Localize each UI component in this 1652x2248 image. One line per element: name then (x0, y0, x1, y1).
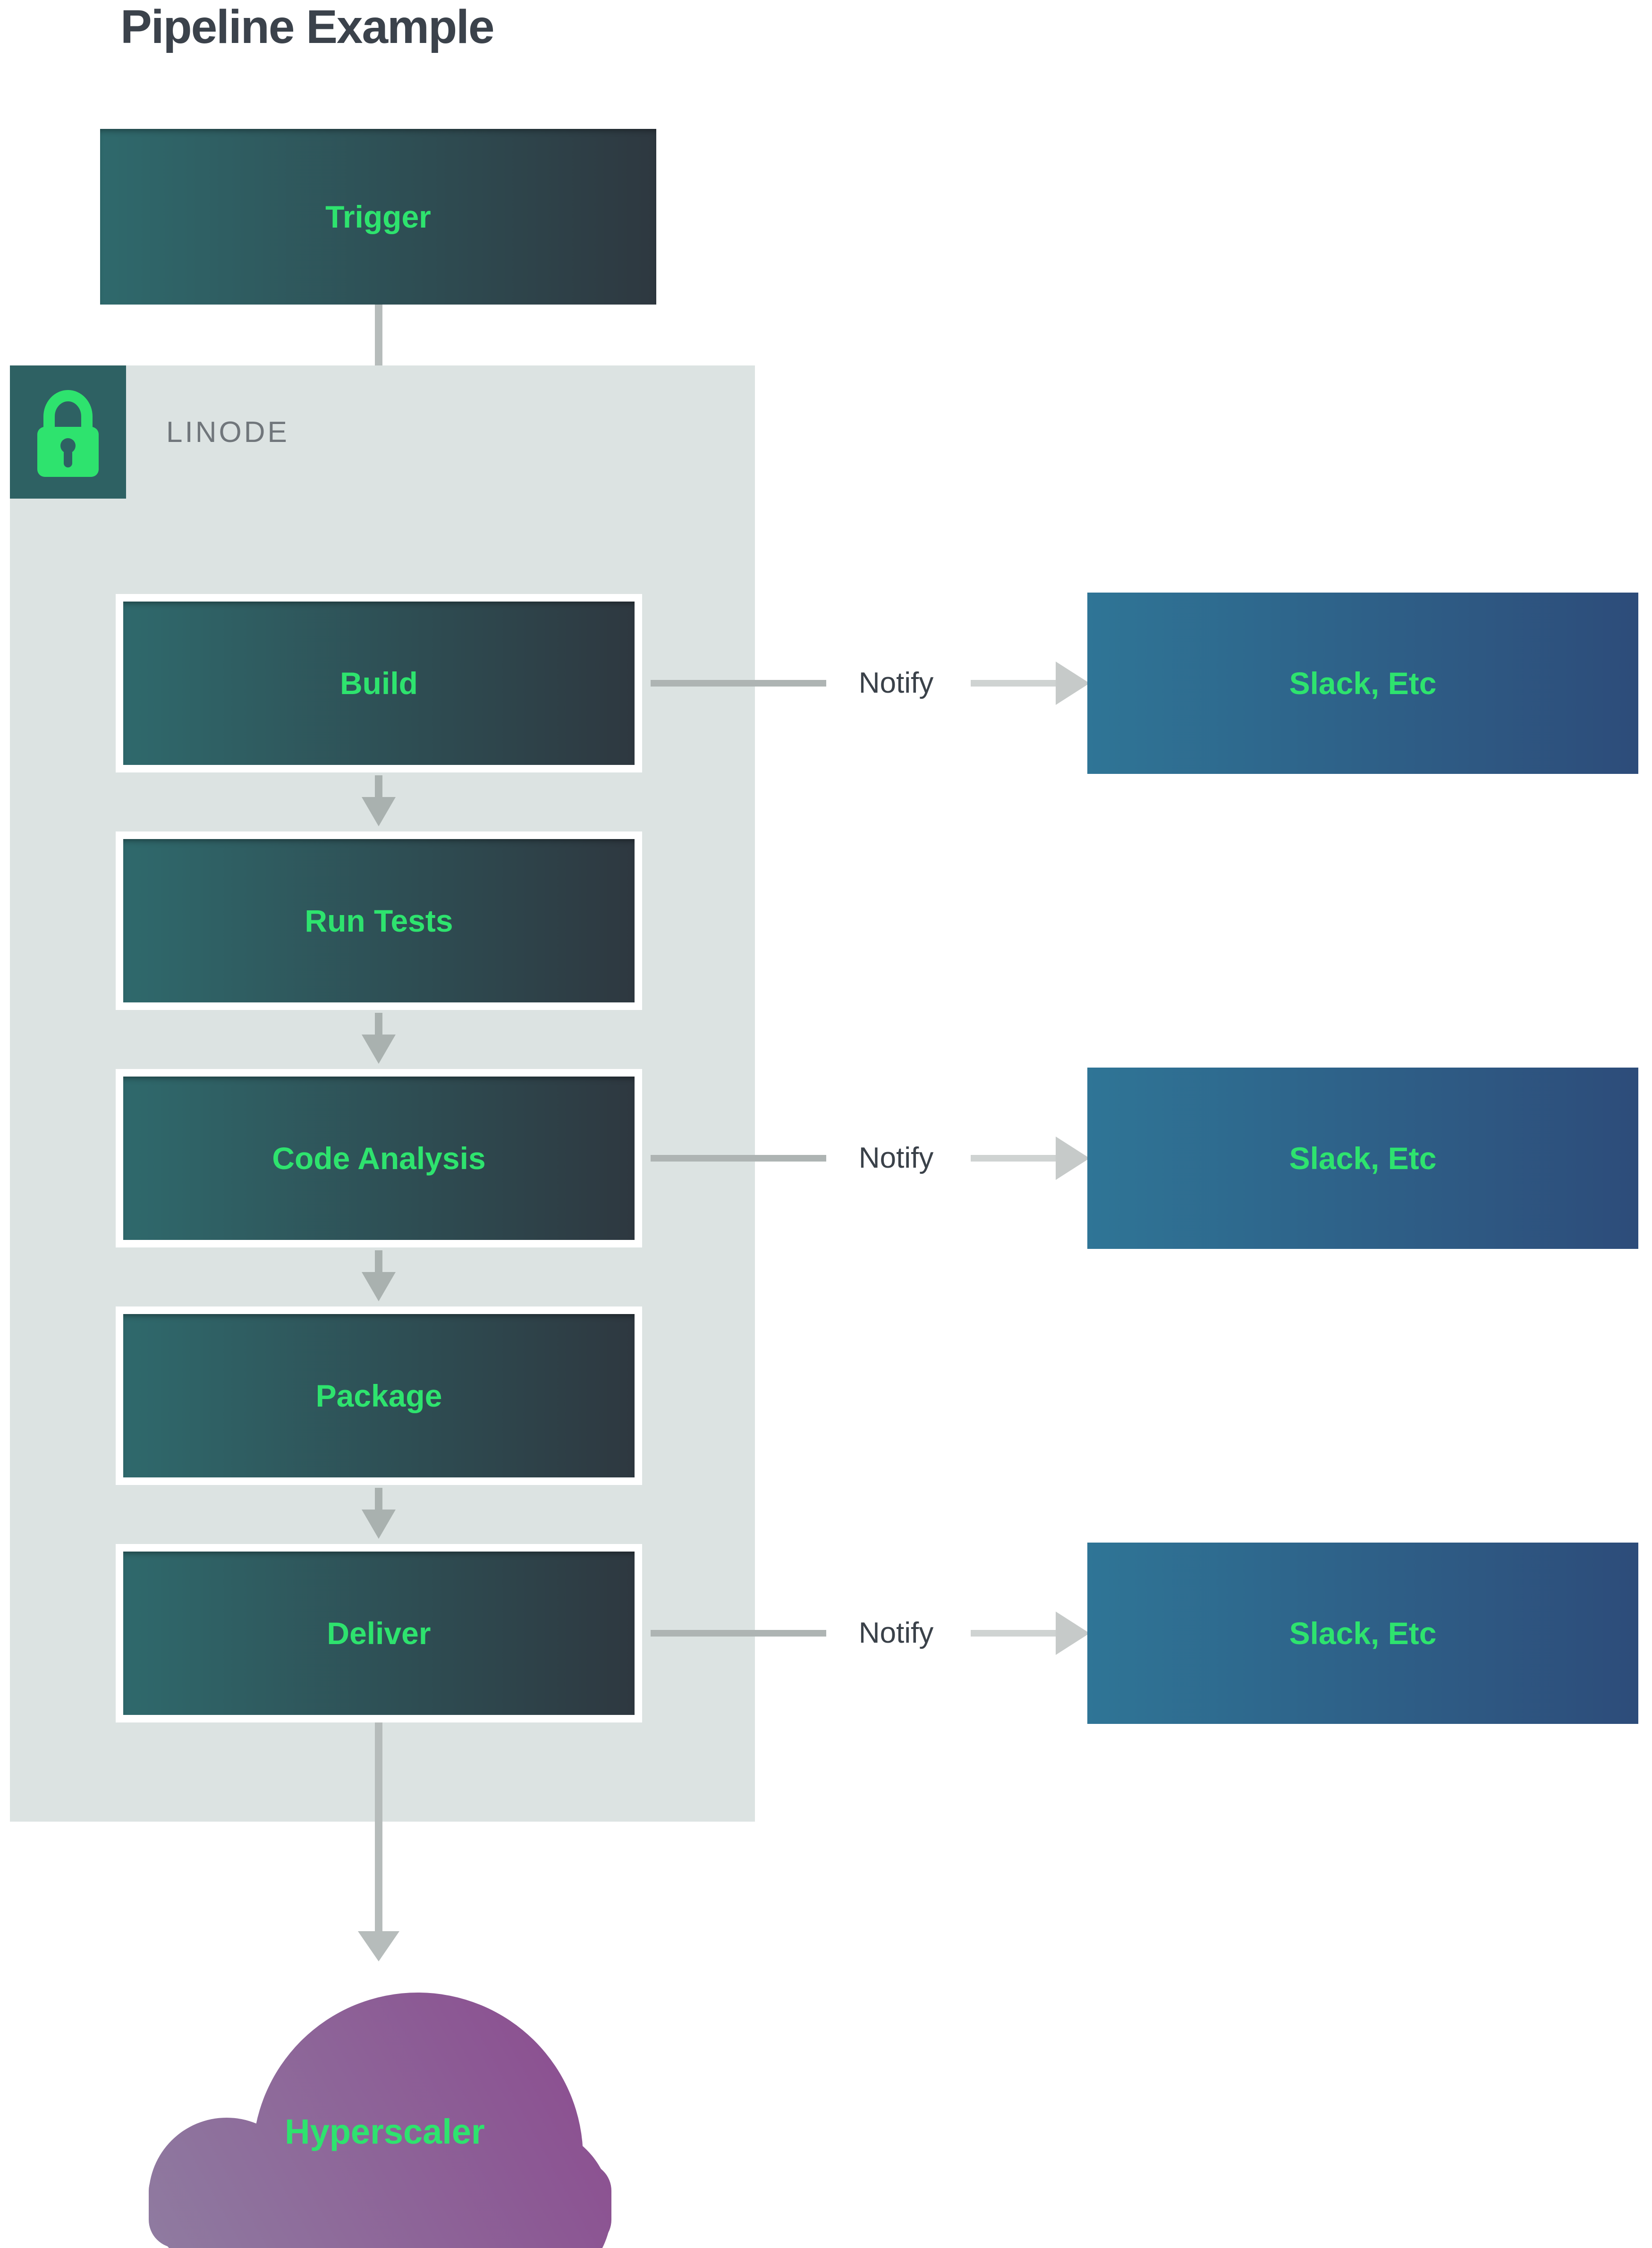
slack-node-2-label: Slack, Etc (1289, 1141, 1437, 1176)
notify-arrow-build-head (1056, 662, 1090, 705)
trigger-label: Trigger (325, 199, 431, 234)
arrow-build-to-run-tests (375, 775, 382, 800)
arrow-package-to-deliver-head (362, 1510, 396, 1539)
notify-arrow-deliver (971, 1630, 1056, 1637)
notify-label-build: Notify (858, 667, 934, 699)
lock-icon (37, 390, 99, 477)
stage-code-analysis-label: Code Analysis (272, 1141, 486, 1176)
notify-label-deliver: Notify (858, 1617, 934, 1649)
notify-arrow-code-analysis (971, 1155, 1056, 1162)
hyperscaler-label: Hyperscaler (285, 2112, 485, 2151)
page-title: Pipeline Example (120, 0, 495, 53)
notify-arrow-code-analysis-head (1056, 1137, 1090, 1180)
arrow-code-analysis-to-package-head (362, 1272, 396, 1301)
notify-label-code-analysis: Notify (858, 1142, 934, 1174)
notify-arrow-build (971, 680, 1056, 687)
arrow-run-tests-to-code-analysis-head (362, 1035, 396, 1064)
slack-node-1-label: Slack, Etc (1289, 666, 1437, 701)
cloud-shape (149, 1993, 611, 2248)
slack-node-1: Slack, Etc (1087, 593, 1638, 774)
stage-deliver-label: Deliver (327, 1616, 431, 1651)
stage-package: Package (116, 1306, 642, 1485)
notify-line-code-analysis (651, 1155, 826, 1162)
lock-badge (10, 365, 126, 499)
stage-run-tests: Run Tests (116, 831, 642, 1010)
notify-line-build (651, 680, 826, 687)
stage-build: Build (116, 594, 642, 772)
stage-run-tests-label: Run Tests (305, 903, 453, 938)
arrow-deliver-to-cloud (375, 1722, 382, 1931)
hyperscaler-cloud (139, 1960, 611, 2248)
stage-package-label: Package (315, 1378, 442, 1413)
arrow-deliver-to-cloud-head (358, 1931, 399, 1961)
notify-line-deliver (651, 1630, 826, 1637)
stage-deliver: Deliver (116, 1544, 642, 1722)
arrow-run-tests-to-code-analysis (375, 1013, 382, 1037)
arrow-code-analysis-to-package (375, 1250, 382, 1275)
stage-build-label: Build (340, 666, 418, 701)
notify-arrow-deliver-head (1056, 1612, 1090, 1655)
slack-node-3: Slack, Etc (1087, 1543, 1638, 1724)
arrow-package-to-deliver (375, 1488, 382, 1512)
linode-label: LINODE (166, 416, 289, 449)
stage-code-analysis: Code Analysis (116, 1069, 642, 1247)
trigger-node: Trigger (100, 129, 656, 305)
slack-node-2: Slack, Etc (1087, 1068, 1638, 1249)
arrow-build-to-run-tests-head (362, 797, 396, 826)
slack-node-3-label: Slack, Etc (1289, 1616, 1437, 1651)
